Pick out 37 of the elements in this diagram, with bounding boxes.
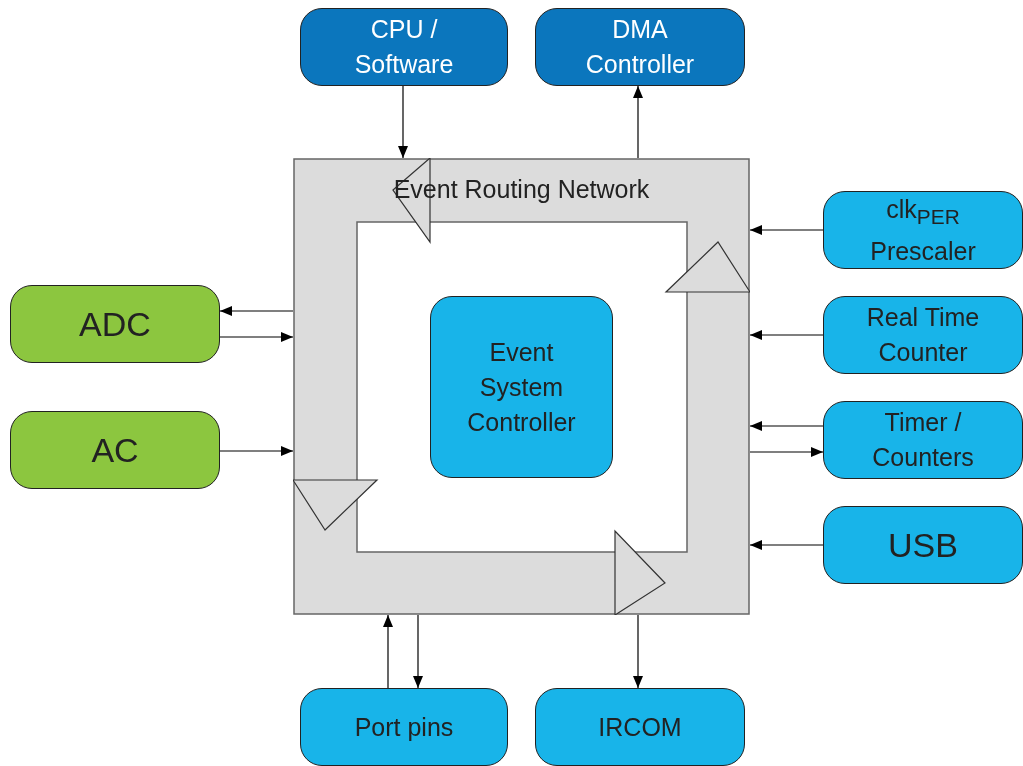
routing-network-frame — [293, 158, 750, 615]
node-label: AC — [91, 432, 139, 468]
arrow — [398, 85, 408, 159]
node-label: DMA Controller — [584, 14, 696, 80]
node-label: Timer / Counters — [871, 407, 975, 473]
node-label: Port pins — [354, 711, 454, 743]
module-box — [535, 688, 745, 766]
module-box — [535, 8, 745, 86]
module-box — [823, 401, 1023, 479]
arrow — [633, 614, 643, 689]
node-label: ADC — [79, 306, 151, 342]
arrow — [219, 446, 294, 456]
node-label: USB — [888, 527, 958, 563]
node-label: clk$_{PER}$ Prescaler — [869, 193, 977, 267]
frame-title: Event Routing Network — [392, 174, 651, 205]
arrow — [219, 332, 294, 342]
module-box — [300, 688, 508, 766]
arrow — [749, 540, 824, 550]
arrow — [749, 225, 824, 235]
module-box — [823, 191, 1023, 269]
arrow — [383, 614, 393, 689]
node-label: Real Time Counter — [865, 302, 981, 368]
module-box — [823, 296, 1023, 374]
module-box — [823, 506, 1023, 584]
arrow — [749, 447, 824, 457]
arrow — [219, 306, 294, 316]
arrow — [633, 85, 643, 159]
arrow — [749, 421, 824, 431]
module-box — [300, 8, 508, 86]
arrow — [413, 614, 423, 689]
module-box — [10, 285, 220, 363]
node-label: Event System Controller — [466, 336, 577, 438]
arrow — [749, 330, 824, 340]
node-label: CPU / Software — [353, 14, 455, 80]
module-box — [10, 411, 220, 489]
module-box — [430, 296, 613, 478]
node-label: IRCOM — [598, 711, 682, 743]
